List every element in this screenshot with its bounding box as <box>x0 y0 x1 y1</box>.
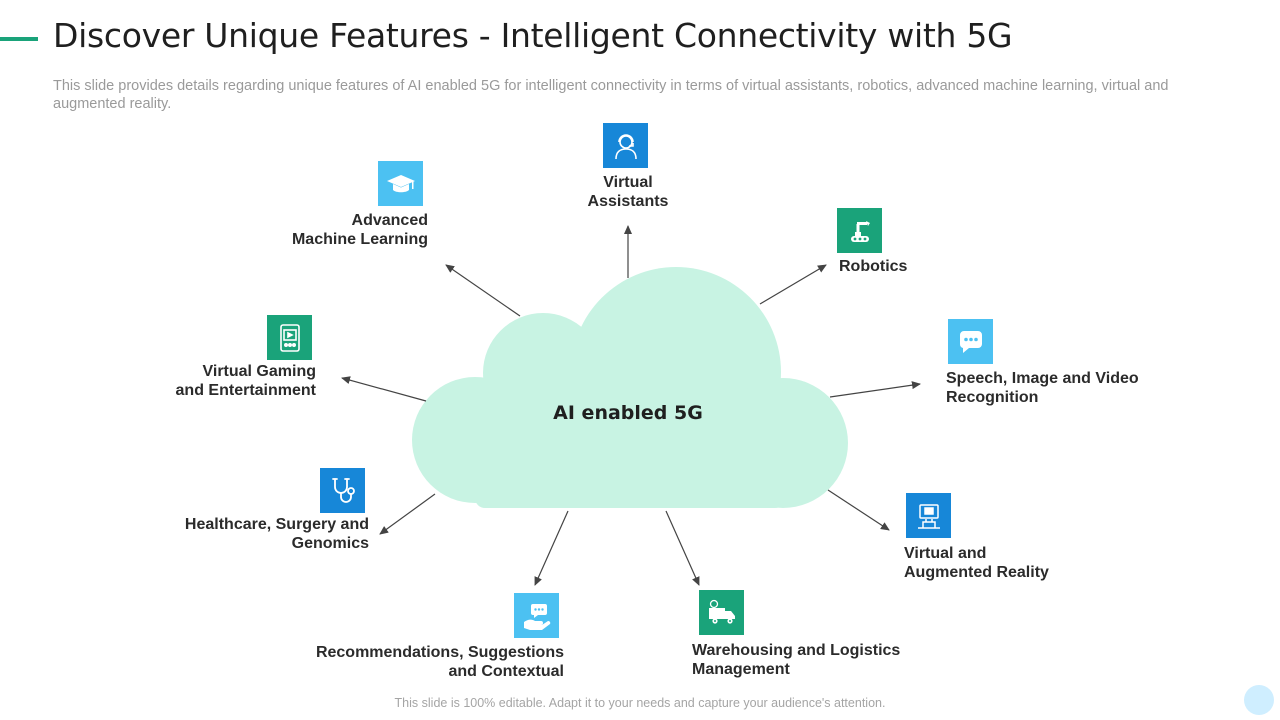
arrow-warehousing <box>665 510 700 586</box>
hand-chat-icon <box>514 593 559 638</box>
game-console-icon <box>267 315 312 360</box>
graduation-cap-icon <box>378 161 423 206</box>
arrow-virtual-gaming <box>341 376 427 402</box>
corner-decoration <box>1244 685 1274 715</box>
label-speech-recognition: Speech, Image and Video Recognition <box>946 370 1139 406</box>
vr-icon <box>906 493 951 538</box>
label-virtual-augmented-reality: Virtual and Augmented Reality <box>904 545 1049 581</box>
arrow-healthcare <box>379 493 436 535</box>
slide-title: Discover Unique Features - Intelligent C… <box>53 16 1013 55</box>
arrow-machine-learning <box>445 264 521 317</box>
arrow-speech-recognition <box>829 381 921 398</box>
speech-bubble-icon <box>948 319 993 364</box>
arrow-recommendations <box>534 510 569 586</box>
arrow-robotics <box>759 264 827 305</box>
center-label: AI enabled 5G <box>553 402 703 424</box>
assistant-icon <box>603 123 648 168</box>
stethoscope-icon <box>320 468 365 513</box>
robot-arm-icon <box>837 208 882 253</box>
label-healthcare: Healthcare, Surgery and Genomics <box>184 516 369 552</box>
label-virtual-assistants: Virtual Assistants <box>587 174 669 210</box>
label-virtual-gaming: Virtual Gaming and Entertainment <box>175 363 316 399</box>
slide-subtitle: This slide provides details regarding un… <box>53 78 1169 112</box>
label-machine-learning: Advanced Machine Learning <box>291 212 428 248</box>
label-robotics: Robotics <box>839 258 908 275</box>
title-accent-bar <box>0 37 38 41</box>
slide-footer: This slide is 100% editable. Adapt it to… <box>394 696 886 710</box>
arrow-virtual-augmented-reality <box>827 489 890 531</box>
delivery-truck-icon <box>699 590 744 635</box>
cloud-shape <box>412 267 848 508</box>
label-warehousing: Warehousing and Logistics Management <box>692 642 901 678</box>
label-recommendations: Recommendations, Suggestions and Context… <box>315 644 564 680</box>
